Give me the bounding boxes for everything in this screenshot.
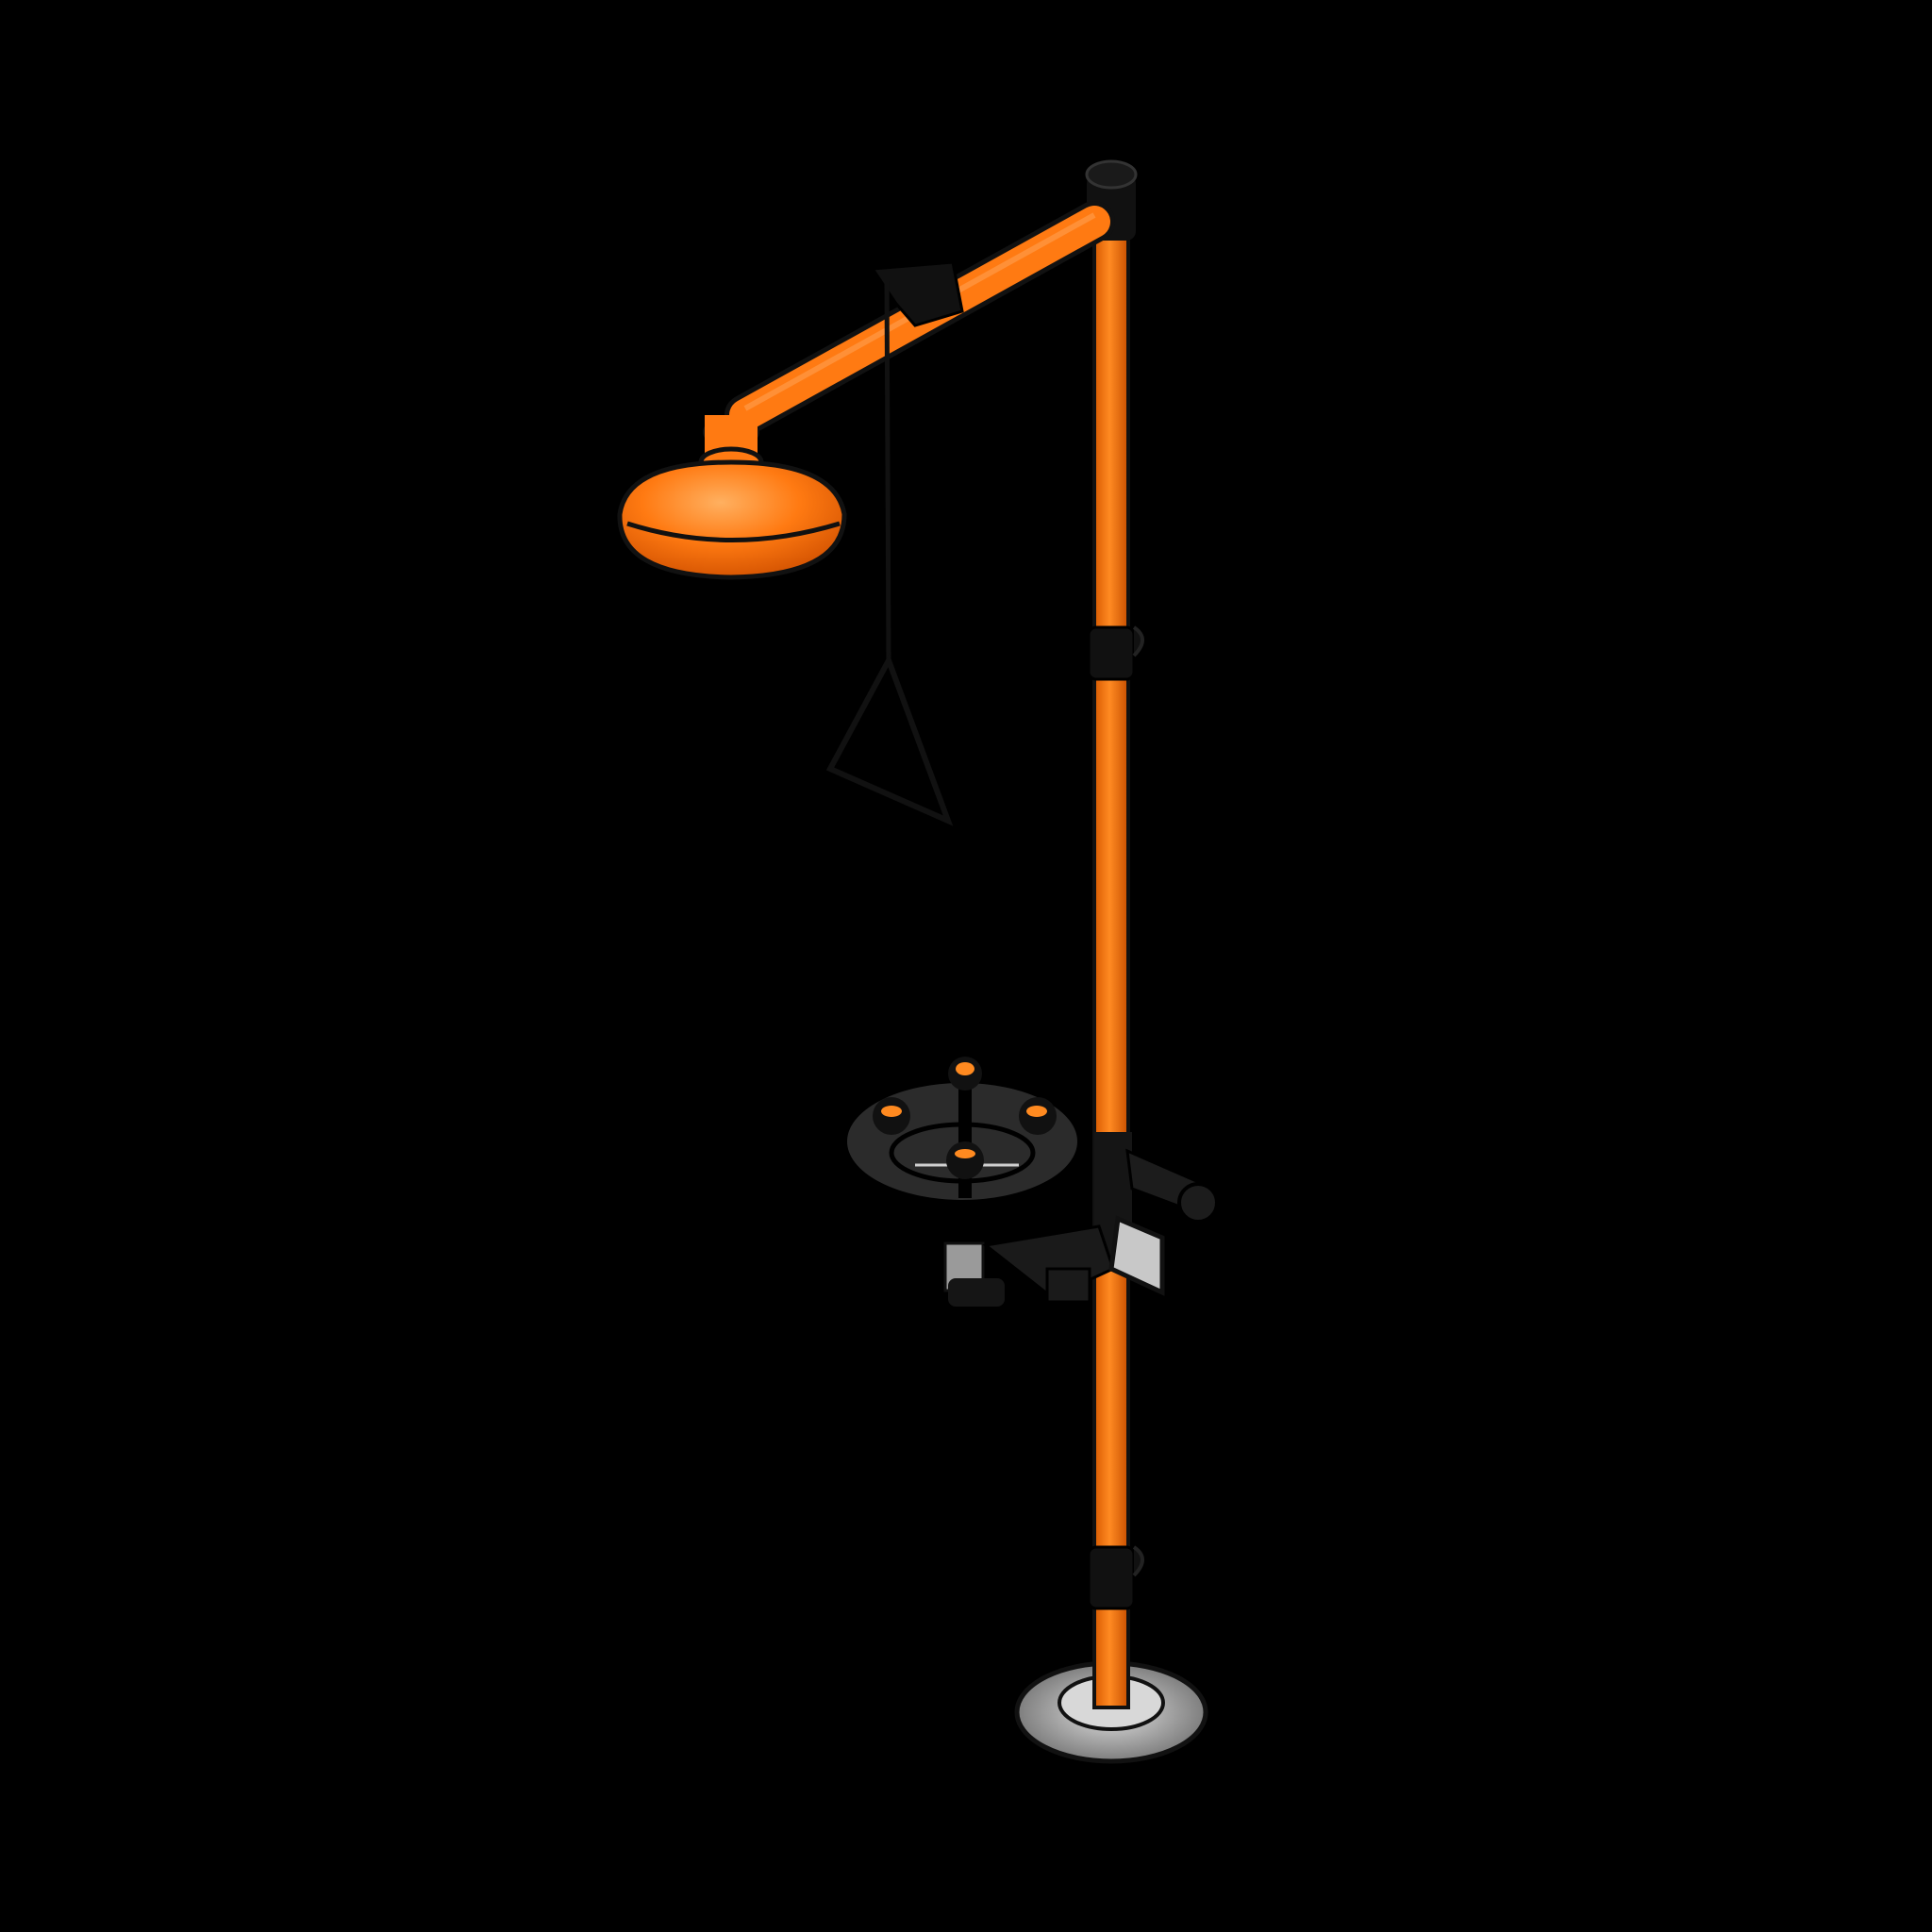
pole-coupling-upper bbox=[1087, 625, 1144, 681]
vertical-pole bbox=[1092, 187, 1130, 1709]
shower-head bbox=[617, 415, 847, 580]
eyewash-nozzles bbox=[873, 1057, 1057, 1179]
pull-rod-triangle-handle[interactable] bbox=[825, 277, 954, 826]
valve-coupling bbox=[870, 260, 964, 327]
eyewash-drain-pipe bbox=[943, 1241, 1005, 1307]
pole-coupling-lower bbox=[1087, 1545, 1144, 1610]
eyewash-bowl[interactable] bbox=[841, 1075, 1085, 1208]
eyewash-push-paddle[interactable] bbox=[1108, 1215, 1165, 1296]
